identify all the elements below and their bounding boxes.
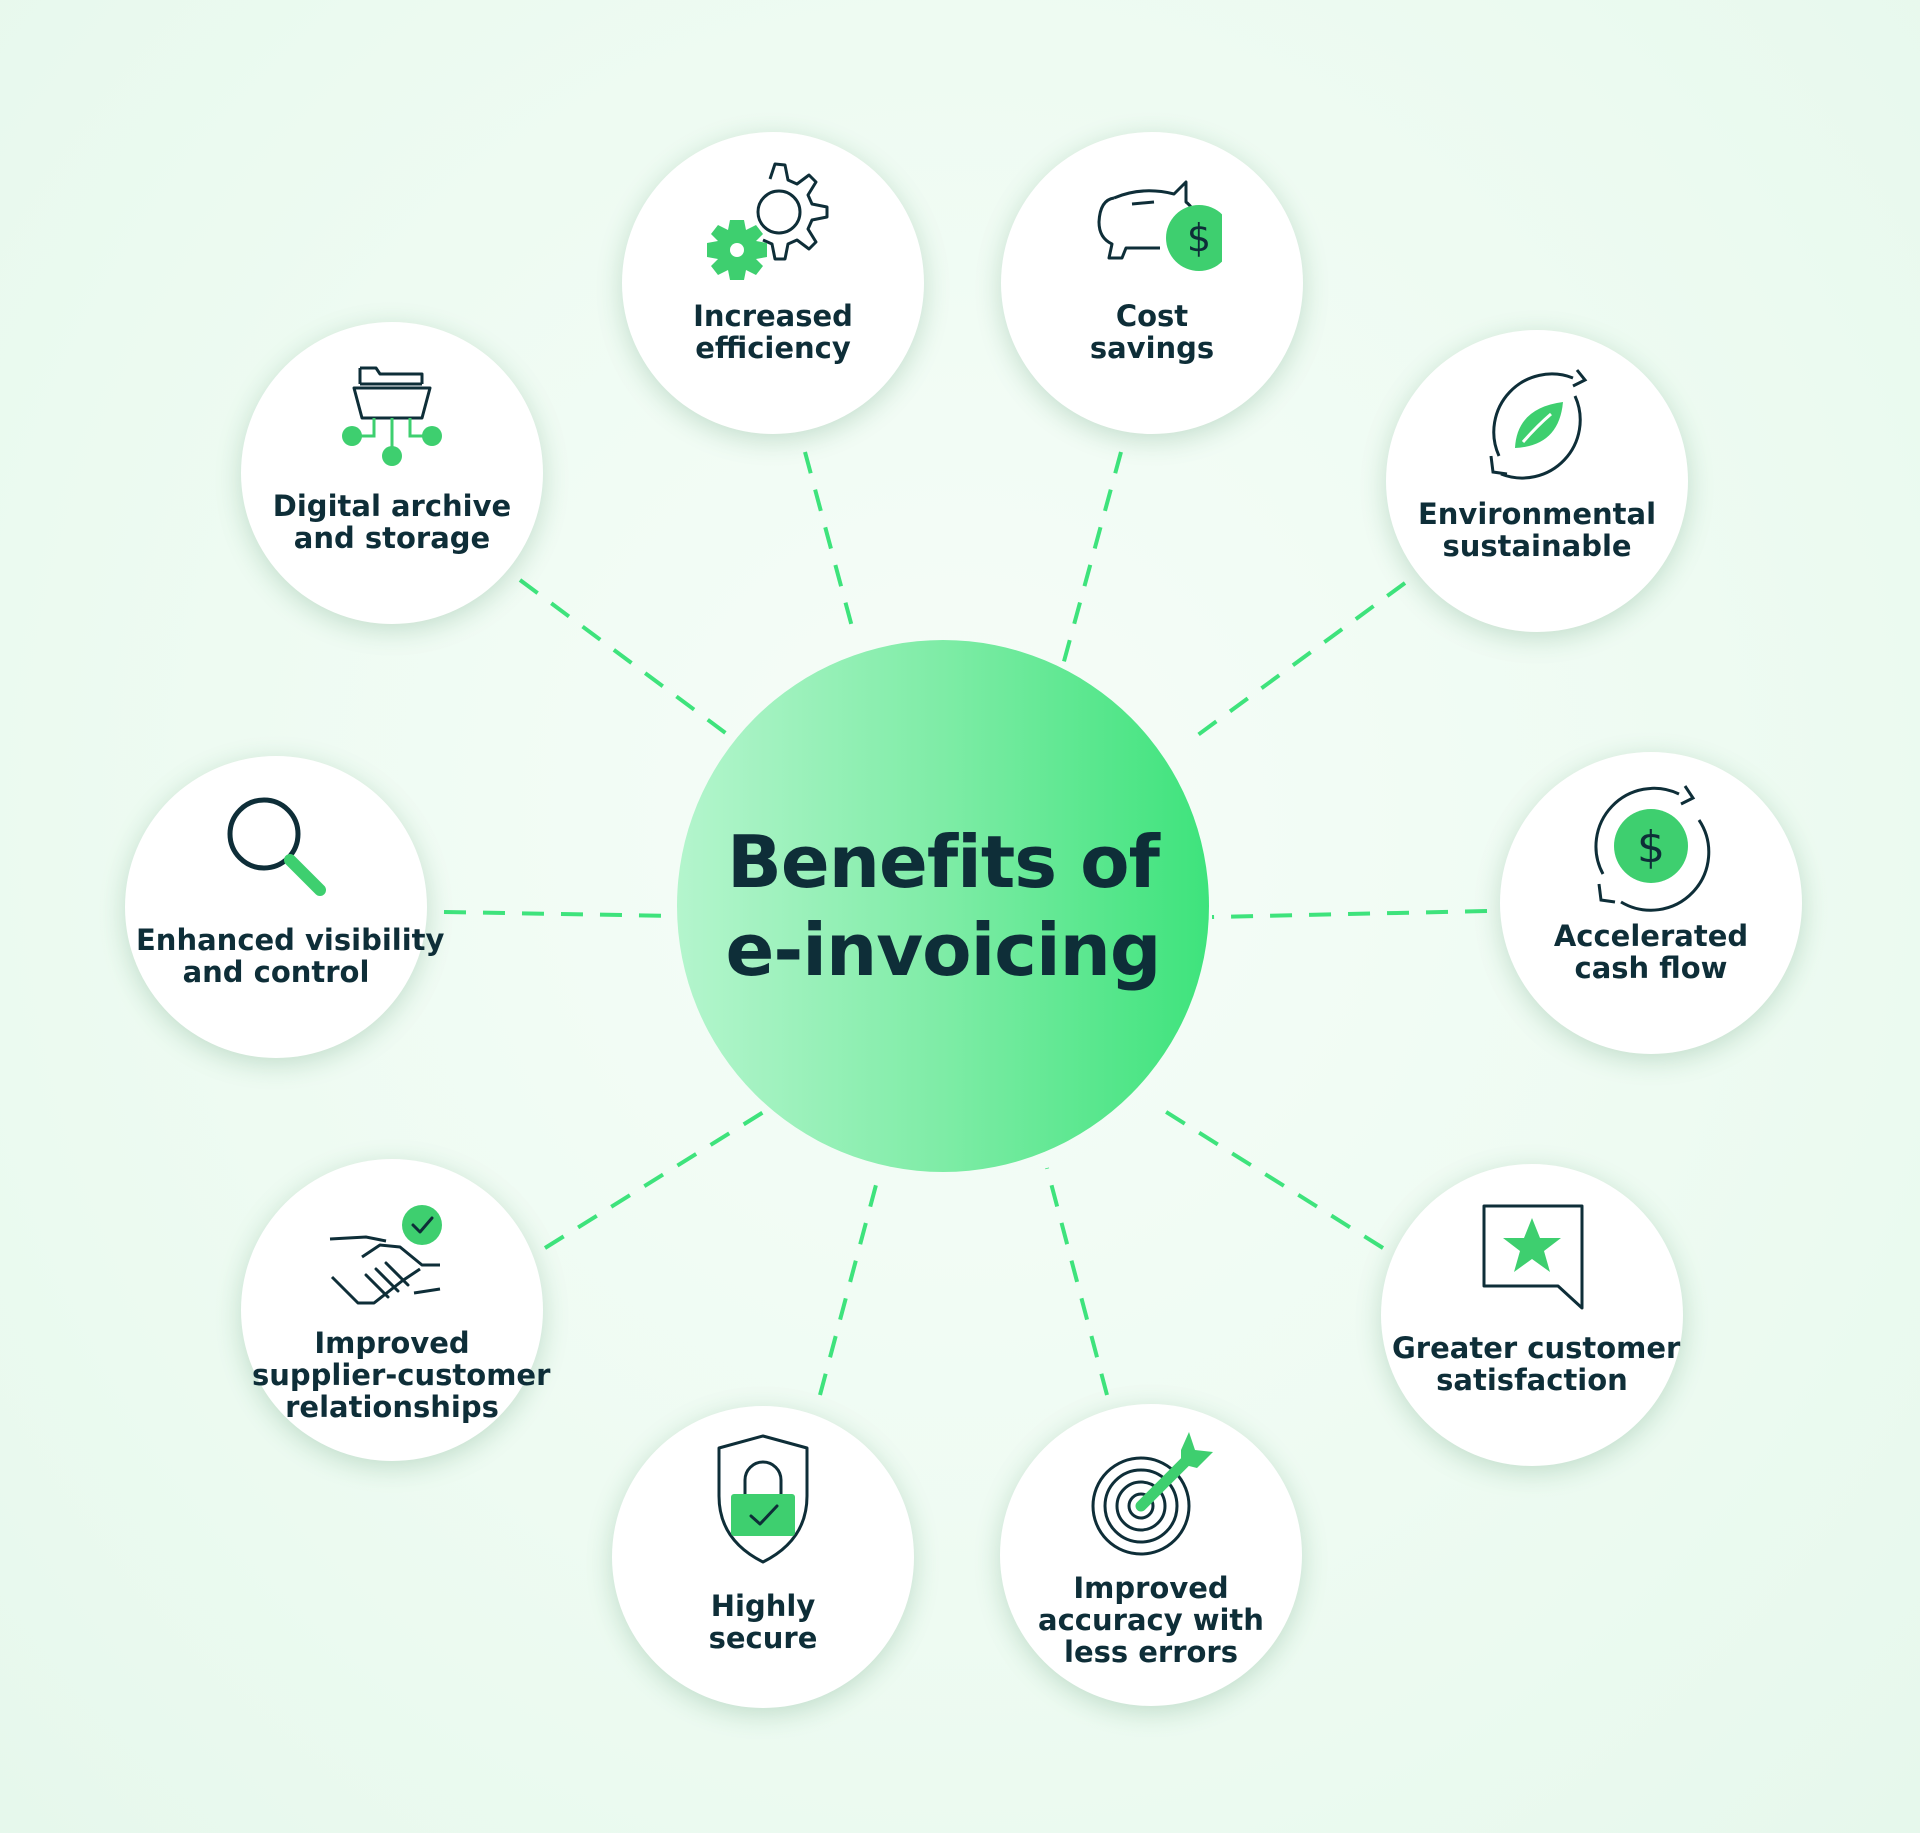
target-dart-icon [1091, 1432, 1213, 1556]
connector-security [818, 1169, 882, 1396]
archive-folder-icon [342, 366, 442, 466]
benefit-label: Cost savings [1089, 299, 1215, 365]
benefit-highly-secure: Highly secure [612, 1406, 914, 1708]
benefit-accelerated-cash-flow: $ Accelerated cash flow [1500, 752, 1802, 1054]
benefit-improved-supplier-customer-relationships: Improved supplier-customer relationships [241, 1159, 551, 1461]
handshake-check-icon [329, 1205, 442, 1305]
svg-text:$: $ [1187, 216, 1211, 260]
benefit-improved-accuracy: Improved accuracy with less errors [1000, 1404, 1302, 1706]
benefit-label: Improved accuracy with less errors [1038, 1571, 1264, 1669]
leaf-cycle-icon [1489, 369, 1588, 480]
magnifier-icon [227, 797, 326, 896]
diagram-center-title: Benefits of e-invoicing [677, 640, 1209, 1172]
benefit-label: Increased efficiency [693, 299, 853, 365]
benefit-cost-savings: $ Cost savings [1001, 132, 1303, 434]
benefit-enhanced-visibility: Enhanced visibility and control [125, 756, 445, 1058]
connector-environmental [1189, 581, 1407, 742]
piggy-bank-icon: $ [1097, 180, 1222, 271]
benefit-label: Environmental sustainable [1417, 497, 1657, 563]
connector-accuracy [1045, 1167, 1109, 1396]
cash-cycle-icon: $ [1594, 785, 1711, 912]
svg-text:$: $ [1637, 822, 1665, 873]
connector-relationships [543, 1106, 772, 1250]
connector-archive [518, 578, 737, 742]
benefit-label: Greater customer satisfaction [1392, 1331, 1681, 1397]
benefit-label: Digital archive and storage [272, 489, 512, 555]
connector-visibility [443, 910, 678, 918]
benefit-label: Enhanced visibility and control [136, 923, 445, 989]
benefit-environmental-sustainable: Environmental sustainable [1386, 330, 1688, 632]
shield-lock-icon [717, 1434, 809, 1564]
gears-icon [707, 162, 829, 280]
benefit-label: Accelerated cash flow [1553, 919, 1749, 985]
center-title-line-2: e-invoicing [725, 908, 1162, 992]
benefit-greater-customer-satisfaction: Greater customer satisfaction [1381, 1164, 1683, 1466]
star-speech-bubble-icon [1482, 1204, 1584, 1310]
benefit-increased-efficiency: Increased efficiency [622, 132, 924, 434]
center-title-line-1: Benefits of [727, 820, 1160, 904]
connector-increased-efficiency [803, 451, 857, 639]
benefit-label: Improved supplier-customer relationships [252, 1326, 551, 1424]
connector-customer-satisfaction [1153, 1103, 1385, 1250]
connector-cash-flow [1211, 909, 1488, 919]
benefit-digital-archive: Digital archive and storage [241, 322, 543, 624]
connector-cost-savings [1061, 451, 1123, 666]
benefit-label: Highly secure [708, 1589, 818, 1655]
